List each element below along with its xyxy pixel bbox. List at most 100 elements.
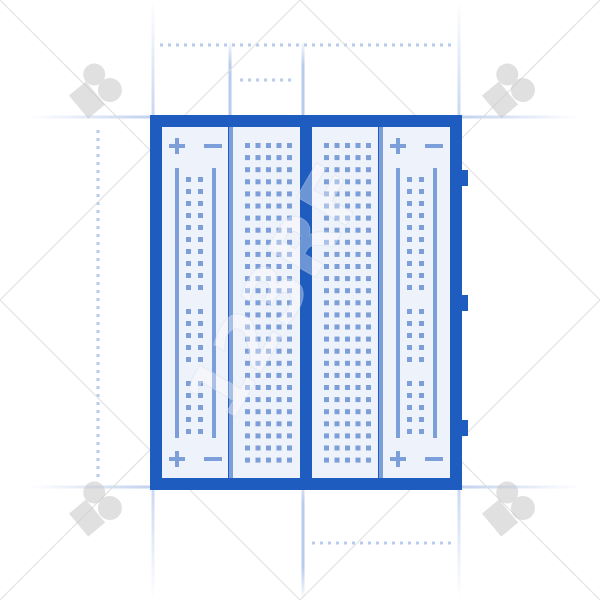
rail-hole	[186, 237, 191, 242]
hole	[366, 215, 371, 221]
rail-hole	[198, 225, 203, 230]
rail-hole	[186, 381, 191, 386]
hole	[334, 264, 340, 269]
rail-hole	[419, 393, 424, 398]
minus-sign	[204, 144, 222, 148]
rail-hole	[198, 429, 203, 434]
hole	[276, 155, 282, 161]
rail-hole	[186, 249, 191, 254]
hole	[324, 360, 329, 366]
plus-sign	[169, 138, 185, 154]
hole	[266, 385, 271, 390]
hole	[345, 348, 350, 354]
hole	[345, 179, 350, 185]
hole	[266, 251, 271, 257]
hole	[287, 288, 292, 294]
hole	[345, 191, 350, 197]
hole	[334, 300, 340, 306]
power-rail-right	[383, 127, 450, 478]
hole	[276, 203, 282, 209]
rf-logo-mark	[481, 63, 535, 119]
hole	[287, 155, 292, 161]
rail-hole	[186, 321, 191, 326]
hole	[245, 433, 250, 439]
hole	[245, 348, 250, 354]
rail-hole	[407, 381, 412, 386]
hole	[245, 191, 250, 197]
hole	[324, 300, 329, 306]
rail-hole	[198, 201, 203, 206]
logo-circle	[496, 481, 519, 504]
hole	[345, 397, 350, 403]
hole	[355, 276, 361, 282]
hole	[276, 167, 282, 173]
hole	[345, 288, 350, 294]
hole	[345, 276, 350, 282]
hole	[324, 397, 329, 403]
hole	[355, 409, 361, 415]
hole	[355, 421, 361, 427]
hole	[287, 385, 292, 390]
hole	[334, 336, 340, 342]
hole	[245, 312, 250, 318]
logo-circle	[496, 63, 519, 86]
hole	[276, 372, 282, 378]
hole	[355, 179, 361, 185]
hole	[324, 324, 329, 330]
hole	[255, 421, 261, 427]
hole	[287, 300, 292, 306]
rail-hole	[186, 225, 191, 230]
rail-hole	[407, 357, 412, 362]
rail-hole	[419, 237, 424, 242]
hole	[355, 251, 361, 257]
rail-right	[396, 168, 437, 438]
hole	[266, 457, 271, 463]
rail-hole	[198, 273, 203, 278]
rail-hole	[407, 237, 412, 242]
rail-line-positive	[212, 168, 216, 438]
minus-sign	[425, 457, 443, 461]
hole	[276, 324, 282, 330]
rail-hole	[186, 429, 191, 434]
rail-hole	[419, 225, 424, 230]
hole	[255, 191, 261, 197]
hole	[366, 336, 371, 342]
hole	[355, 239, 361, 245]
hole	[287, 336, 292, 342]
hole	[255, 251, 261, 257]
hole	[355, 288, 361, 294]
hole	[266, 433, 271, 439]
rail-hole	[186, 405, 191, 410]
hole	[355, 264, 361, 269]
hole	[287, 372, 292, 378]
hole	[345, 336, 350, 342]
hole	[266, 179, 271, 185]
hole	[287, 445, 292, 451]
hole	[345, 312, 350, 318]
hole	[266, 397, 271, 403]
hole	[366, 445, 371, 451]
hole	[266, 360, 271, 366]
hole	[255, 360, 261, 366]
hole	[245, 239, 250, 245]
rail-hole	[407, 249, 412, 254]
hole	[245, 143, 250, 148]
hole	[334, 421, 340, 427]
hole	[366, 276, 371, 282]
hole	[266, 324, 271, 330]
hole	[324, 312, 329, 318]
hole	[287, 360, 292, 366]
hole	[324, 264, 329, 269]
hole	[245, 457, 250, 463]
hole	[324, 143, 329, 148]
hole	[255, 433, 261, 439]
rail-hole	[198, 261, 203, 266]
hole	[366, 324, 371, 330]
hole	[245, 445, 250, 451]
hole	[266, 167, 271, 173]
rail-hole	[407, 333, 412, 338]
hole	[324, 433, 329, 439]
rail-hole	[407, 345, 412, 350]
hole	[255, 312, 261, 318]
rail-hole	[198, 393, 203, 398]
